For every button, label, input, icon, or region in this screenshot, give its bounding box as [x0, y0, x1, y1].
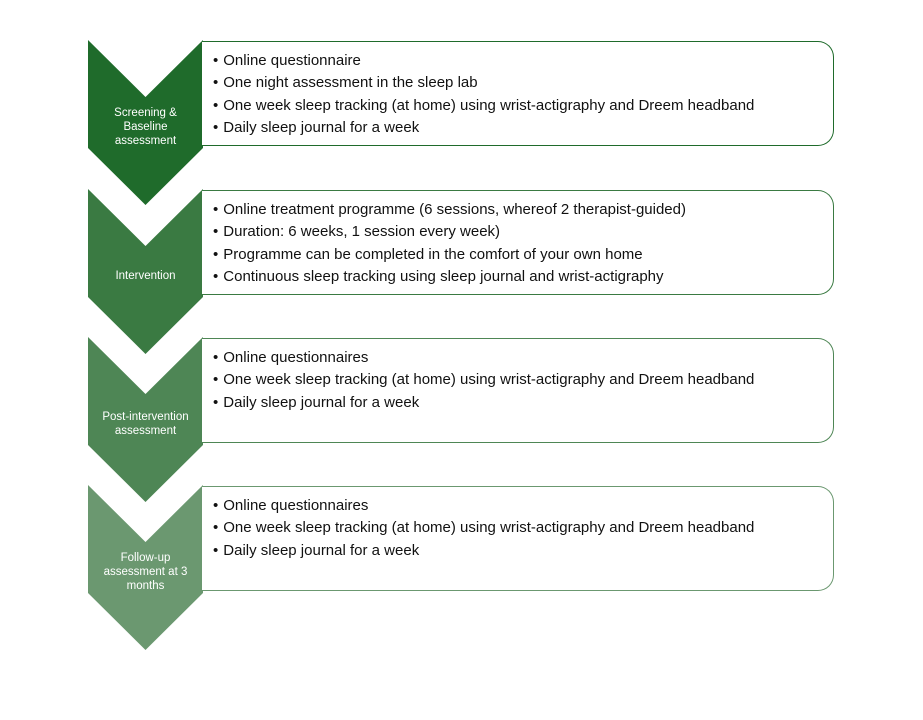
list-item: One week sleep tracking (at home) using … [213, 95, 833, 117]
list-item: One night assessment in the sleep lab [213, 72, 833, 94]
step-details-list: Online treatment programme (6 sessions, … [202, 191, 833, 289]
chevron-step-2: Intervention [88, 189, 203, 354]
list-item: Daily sleep journal for a week [213, 117, 833, 139]
step-details-list: Online questionnairesOne week sleep trac… [202, 339, 833, 414]
step-label: Follow-up assessment at 3 months [103, 552, 188, 592]
list-item: Online treatment programme (6 sessions, … [213, 199, 833, 221]
step-details-box-2: Online treatment programme (6 sessions, … [202, 190, 834, 295]
list-item: Programme can be completed in the comfor… [213, 244, 833, 266]
chevron-shape [88, 189, 203, 354]
list-item: Daily sleep journal for a week [213, 392, 833, 414]
step-details-list: Online questionnairesOne week sleep trac… [202, 487, 833, 562]
step-label: Intervention [115, 270, 176, 282]
list-item: Online questionnaires [213, 347, 833, 369]
step-details-list: Online questionnaireOne night assessment… [202, 42, 833, 140]
list-item: One week sleep tracking (at home) using … [213, 517, 833, 539]
list-item: Online questionnaires [213, 495, 833, 517]
step-details-box-1: Online questionnaireOne night assessment… [202, 41, 834, 146]
chevron-step-3: Post-intervention assessment [88, 337, 203, 502]
list-item: Duration: 6 weeks, 1 session every week) [213, 221, 833, 243]
list-item: Continuous sleep tracking using sleep jo… [213, 266, 833, 288]
step-details-box-4: Online questionnairesOne week sleep trac… [202, 486, 834, 591]
chevron-shape [88, 337, 203, 502]
list-item: Online questionnaire [213, 50, 833, 72]
chevron-step-1: Screening & Baseline assessment [88, 40, 203, 205]
step-details-box-3: Online questionnairesOne week sleep trac… [202, 338, 834, 443]
chevron-shape [88, 485, 203, 650]
chevron-shape [88, 40, 203, 205]
chevron-step-4: Follow-up assessment at 3 months [88, 485, 203, 650]
list-item: Daily sleep journal for a week [213, 540, 833, 562]
step-label: Post-intervention assessment [102, 411, 189, 437]
step-label: Screening & Baseline assessment [114, 107, 177, 147]
list-item: One week sleep tracking (at home) using … [213, 369, 833, 391]
